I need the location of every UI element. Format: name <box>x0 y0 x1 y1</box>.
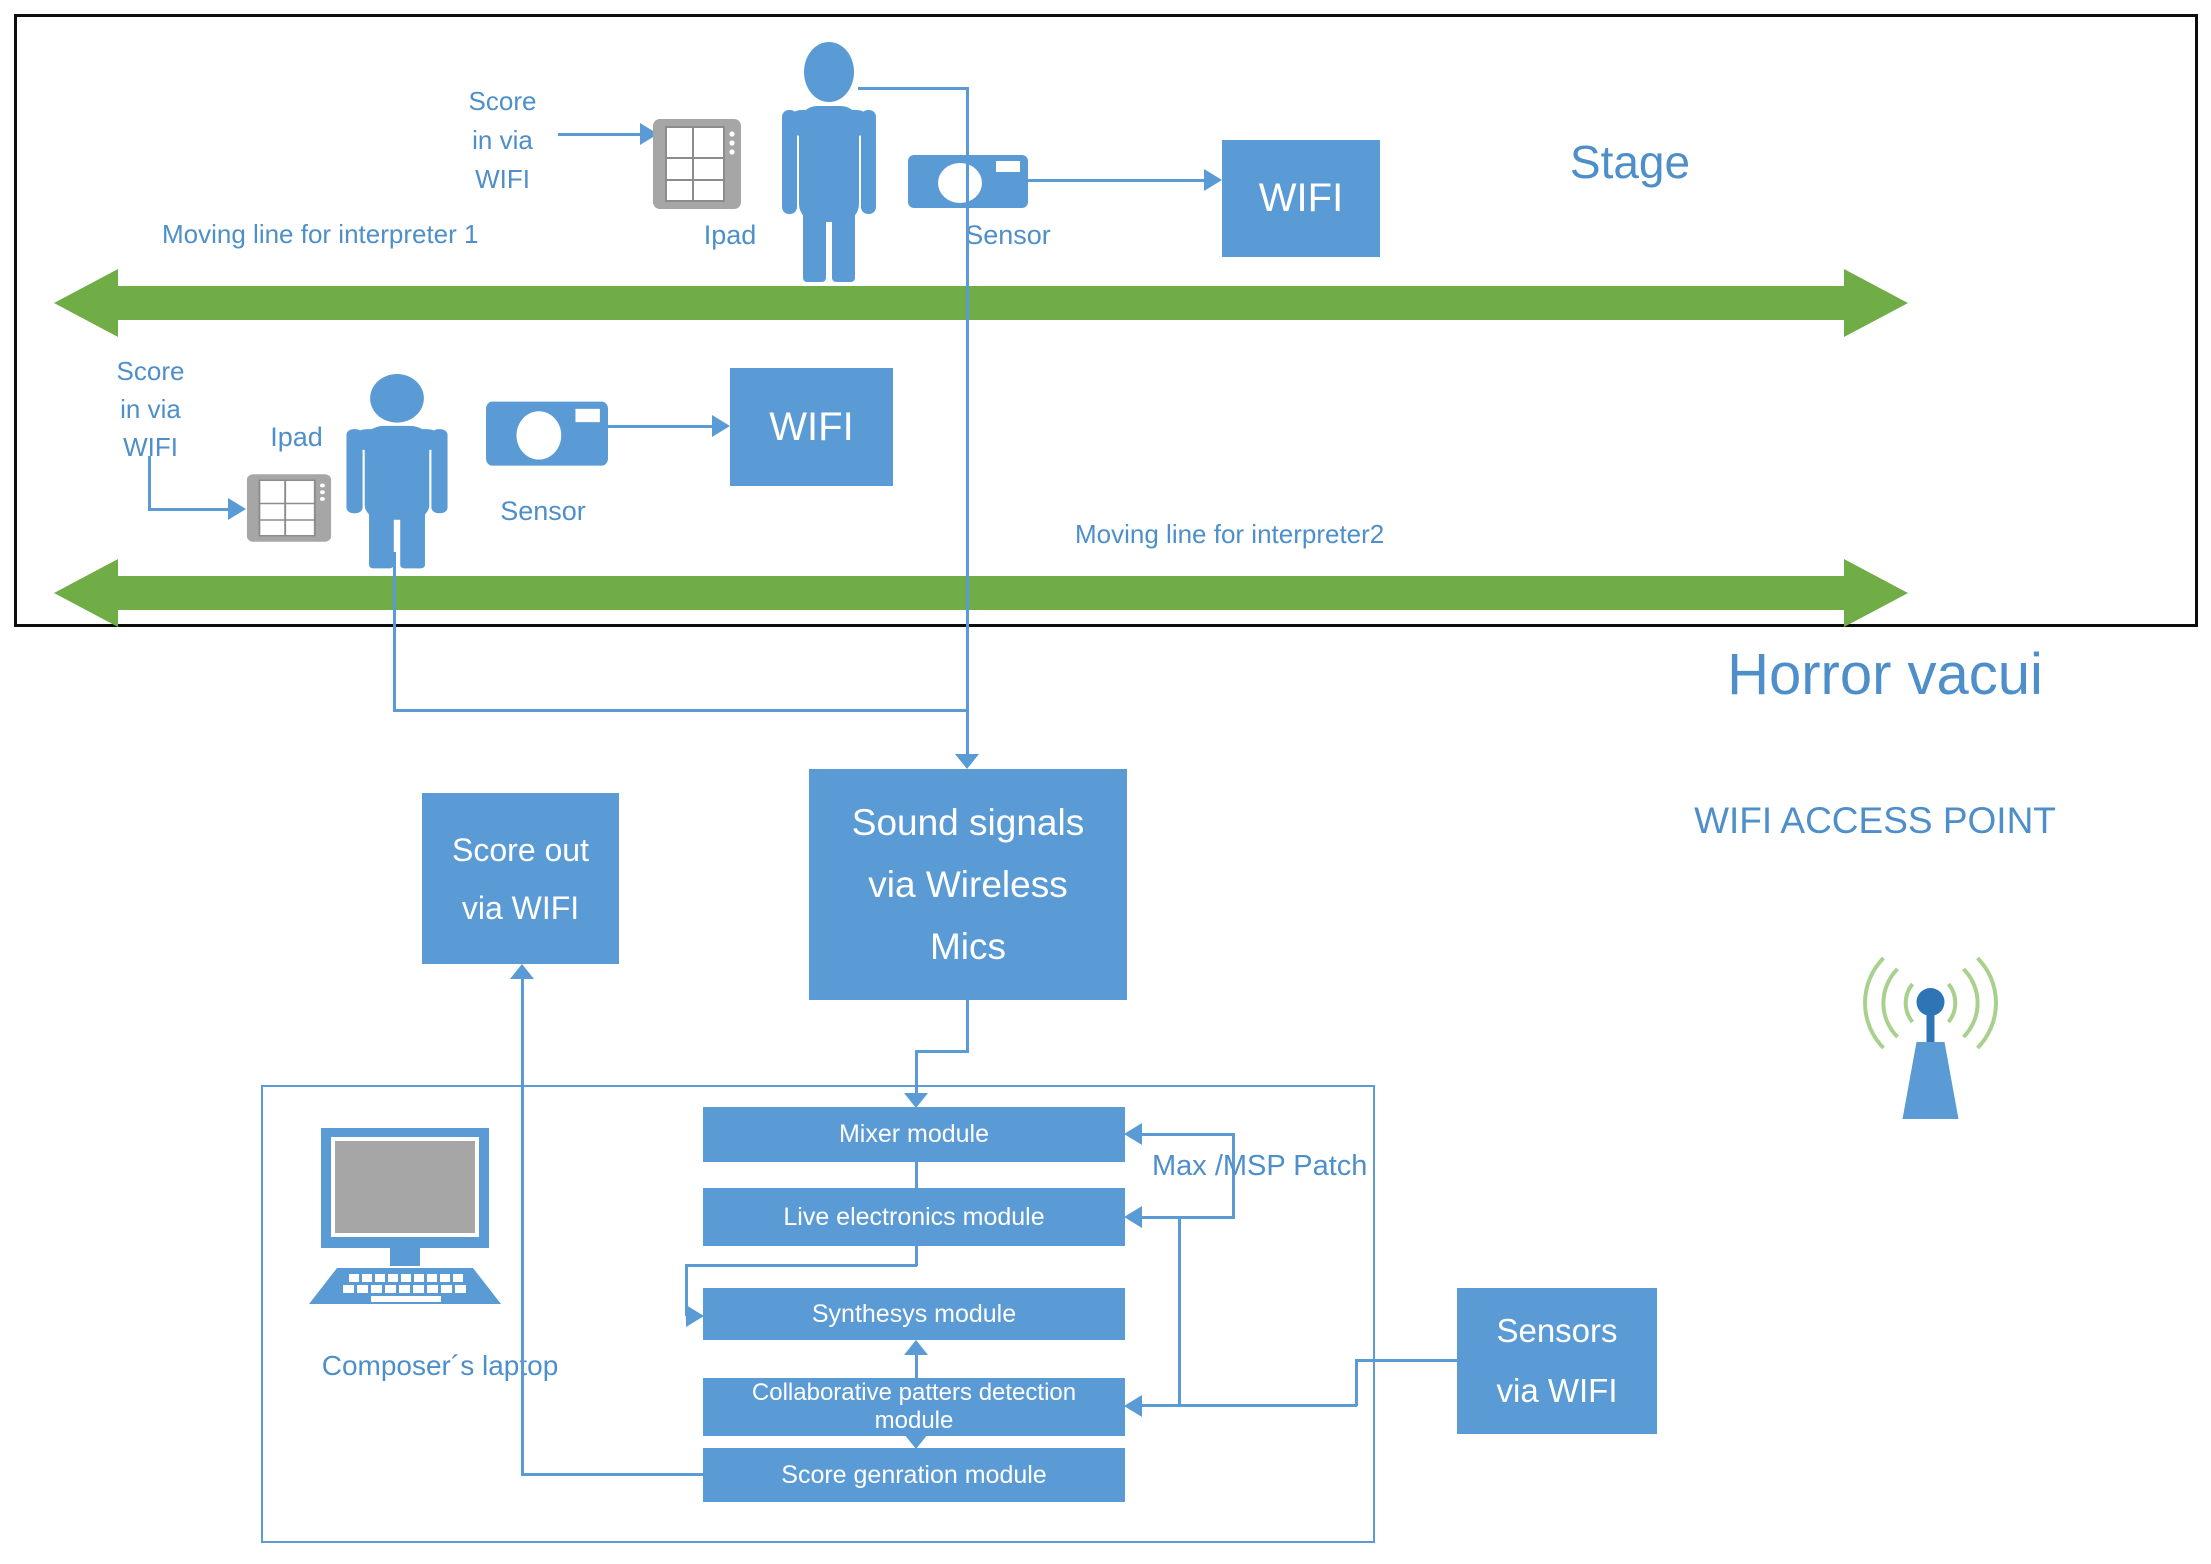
scoregen-to-scoreout-v <box>521 978 524 1475</box>
sensors-box-line2: via WIFI <box>1496 1372 1618 1409</box>
sound-signals-line3: Mics <box>929 925 1007 967</box>
sensors-path-h1 <box>1355 1359 1457 1362</box>
moving-line-label-1: Moving line for interpreter 1 <box>162 219 479 249</box>
sensor1-to-wifi-head <box>1204 169 1222 191</box>
moving-arrow-1-right-head <box>1844 269 1908 337</box>
page-title: Horror vacui <box>1727 642 2043 707</box>
live-to-synth-v <box>685 1266 688 1316</box>
wifi-box-1-label: WIFI <box>1258 176 1344 220</box>
patch-to-mixer-head <box>1124 1123 1142 1145</box>
sound-to-mixer-v1 <box>966 1000 969 1053</box>
module-collab-line1: Collaborative patters detection <box>751 1379 1077 1406</box>
sensor-label-2: Sensor <box>500 496 586 526</box>
patch-to-mixer-line <box>1140 1133 1234 1136</box>
score-out-line1: Score out <box>452 831 589 868</box>
patch-label: Max /MSP Patch <box>1152 1150 1368 1182</box>
composer-computer-icon <box>309 1128 501 1304</box>
person1-head-line <box>858 87 968 90</box>
sound-signals-box: Sound signals via Wireless Mics <box>809 769 1127 1000</box>
ipad-label-2: Ipad <box>270 422 323 452</box>
module-collaborative: Collaborative patters detection module <box>703 1378 1125 1436</box>
sensors-to-collab-head <box>1124 1395 1142 1417</box>
composer-laptop-container <box>261 1085 1375 1543</box>
main-vertical-line <box>966 87 969 755</box>
live-to-collab-branch <box>1178 1216 1181 1407</box>
moving-arrow-2-left-head <box>54 559 118 627</box>
ipad-icon-2 <box>246 474 332 542</box>
main-vertical-arrow-head <box>955 754 979 769</box>
module-synthesys: Synthesys module <box>703 1288 1125 1340</box>
ipad-icon-1 <box>653 119 741 209</box>
collab-to-synth-head <box>904 1340 928 1355</box>
score-in-arrow-2-head <box>228 498 246 520</box>
sound-to-mixer-head <box>904 1093 928 1108</box>
sound-to-mixer-v2 <box>915 1052 918 1095</box>
moving-arrow-1-body <box>118 286 1844 320</box>
score-out-line2: via WIFI <box>461 889 580 926</box>
score-in-2-line1: Score <box>116 356 185 386</box>
wifi-box-2-label: WIFI <box>769 404 854 449</box>
score-in-arrow-1-line <box>558 133 640 136</box>
patch-bracket-v <box>1232 1133 1235 1219</box>
patch-to-live-head <box>1124 1206 1142 1228</box>
wifi-access-point-label: WIFI ACCESS POINT <box>1694 800 2056 841</box>
module-mixer-label: Mixer module <box>838 1120 990 1148</box>
sound-signals-line2: via Wireless <box>868 863 1068 905</box>
live-to-synth-head <box>686 1305 704 1327</box>
score-in-2-line2: in via <box>120 394 181 424</box>
module-mixer: Mixer module <box>703 1107 1125 1162</box>
interpreter2-person-icon <box>346 374 448 569</box>
sensors-box-line1: Sensors <box>1496 1312 1618 1349</box>
wifi-box-2: WIFI <box>730 368 893 486</box>
module-live-electronics: Live electronics module <box>703 1188 1125 1246</box>
sensor2-to-wifi-head <box>712 415 730 437</box>
scoregen-to-scoreout-head <box>510 964 534 979</box>
score-in-1-line2: in via <box>472 125 533 155</box>
module-live-label: Live electronics module <box>783 1202 1045 1231</box>
scoregen-to-scoreout-h <box>521 1473 705 1476</box>
moving-arrow-2-right-head <box>1844 559 1908 627</box>
module-score-generation: Score genration module <box>703 1448 1125 1502</box>
score-in-2-elbow-h <box>148 508 230 511</box>
sensor1-to-wifi-line <box>1028 179 1206 182</box>
collab-to-scoregen-head <box>904 1434 928 1449</box>
score-in-text-1: Score in via WIFI <box>450 82 555 199</box>
score-in-1-line3: WIFI <box>475 164 530 194</box>
sensor2-to-wifi-line <box>608 425 712 428</box>
module-collab-line2: module <box>874 1407 954 1434</box>
composer-laptop-label: Composer´s laptop <box>321 1350 559 1381</box>
stage-title: Stage <box>1569 136 1691 188</box>
collab-to-synth-line <box>915 1353 918 1378</box>
interpreter2-feet-line <box>393 552 396 712</box>
wifi-antenna-icon <box>1863 956 1998 1119</box>
sensors-path-v <box>1355 1359 1358 1406</box>
sensor-label-1: Sensor <box>965 220 1051 250</box>
sound-to-mixer-h <box>915 1050 969 1053</box>
wifi-box-1: WIFI <box>1222 140 1380 257</box>
sensors-via-wifi-box: Sensors via WIFI <box>1457 1288 1657 1434</box>
sound-signals-line1: Sound signals <box>851 801 1085 843</box>
stage-bottom-connector <box>393 709 969 712</box>
sensor-camera-icon-2 <box>486 401 608 466</box>
stage-box <box>14 14 2198 627</box>
patch-to-live-line <box>1140 1216 1234 1219</box>
moving-arrow-2-body <box>118 576 1844 610</box>
score-in-1-line1: Score <box>468 86 537 116</box>
moving-arrow-1-left-head <box>54 269 118 337</box>
module-synth-label: Synthesys module <box>811 1299 1017 1328</box>
module-scoregen-label: Score genration module <box>781 1460 1047 1489</box>
score-out-box: Score out via WIFI <box>422 793 619 964</box>
sensors-path-h2 <box>1140 1404 1357 1407</box>
ipad-label-1: Ipad <box>703 220 757 250</box>
moving-line-label-2: Moving line for interpreter2 <box>1075 519 1385 549</box>
score-in-text-2: Score in via WIFI <box>98 352 203 466</box>
live-to-synth-h <box>685 1264 917 1267</box>
score-in-2-elbow-v <box>148 456 151 511</box>
interpreter1-person-icon <box>782 42 876 282</box>
